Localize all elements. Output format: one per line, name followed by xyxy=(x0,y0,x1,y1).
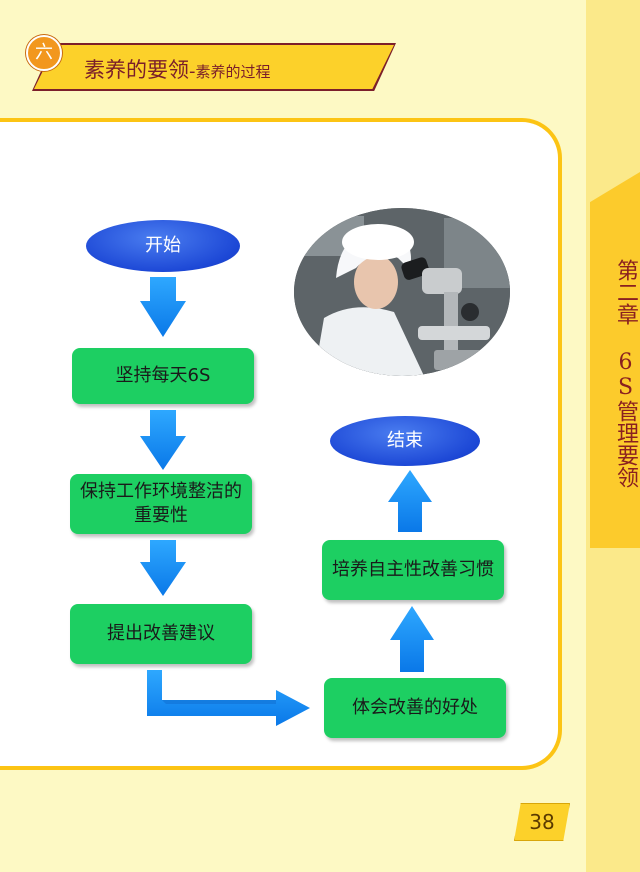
chapter-label: 第二章 6S管理要领 xyxy=(613,258,638,488)
flow-start-oval: 开始 xyxy=(86,220,240,272)
flow-step-cultivate-habit: 培养自主性改善习惯 xyxy=(322,540,504,600)
flow-start-label: 开始 xyxy=(145,235,181,256)
page-number: 38 xyxy=(514,803,570,841)
section-title-sub: 素养的过程 xyxy=(195,63,271,81)
arrow-up-1 xyxy=(390,606,434,672)
arrow-down-3 xyxy=(140,540,186,596)
flow-step-experience-benefit-label: 体会改善的好处 xyxy=(352,697,478,718)
flow-step-clean-importance: 保持工作环境整洁的重要性 xyxy=(70,474,252,534)
technician-microscope-photo xyxy=(294,208,510,376)
arrow-down-1 xyxy=(140,277,186,337)
flow-step-propose-improvement-label: 提出改善建议 xyxy=(107,623,215,644)
arrow-elbow xyxy=(147,670,310,726)
section-title-main: 素养的要领 xyxy=(84,58,189,82)
arrow-up-2 xyxy=(388,470,432,532)
flow-step-keep-6s: 坚持每天6S xyxy=(72,348,254,404)
flow-end-oval: 结束 xyxy=(330,416,480,466)
heading-bar xyxy=(34,45,394,89)
flow-step-keep-6s-label: 坚持每天6S xyxy=(115,365,211,386)
section-number-badge: 六 xyxy=(26,35,62,71)
section-title: 素养的要领-素养的过程 xyxy=(84,54,271,84)
arrow-down-2 xyxy=(140,410,186,470)
flow-step-clean-importance-label: 保持工作环境整洁的重要性 xyxy=(80,481,242,526)
flow-step-cultivate-habit-label: 培养自主性改善习惯 xyxy=(332,559,494,580)
flow-step-experience-benefit: 体会改善的好处 xyxy=(324,678,506,738)
photo-illustration xyxy=(294,208,510,376)
section-title-separator: - xyxy=(189,61,196,82)
flow-step-propose-improvement: 提出改善建议 xyxy=(70,604,252,664)
flow-end-label: 结束 xyxy=(387,430,423,451)
chapter-tab xyxy=(590,172,640,548)
